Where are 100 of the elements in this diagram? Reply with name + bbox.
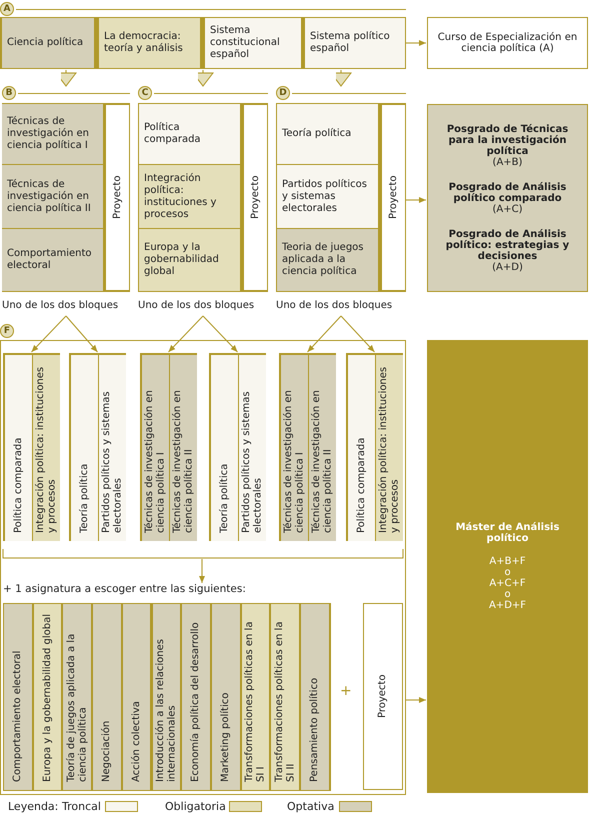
course-name: Técnicas de investigación en ciencia política II <box>311 389 334 533</box>
course-name: Partidos políticos y sistemas electorales <box>101 390 124 533</box>
course-box <box>243 104 268 291</box>
arrow <box>340 316 375 352</box>
course-box <box>4 604 32 790</box>
arrow <box>31 316 66 352</box>
program-note: A+C+F <box>489 578 526 589</box>
course-name: Integración política: instituciones y procesos <box>378 366 401 533</box>
program-note: A+B+F <box>489 556 526 567</box>
block-panel <box>279 353 336 541</box>
course-name: Transformaciones políticas en la SI I <box>244 620 267 782</box>
course-name: Proyecto <box>112 174 124 222</box>
program-title: Posgrado de Análisis político comparado <box>448 182 568 204</box>
course-box <box>281 355 308 541</box>
course-box <box>139 229 240 291</box>
section-letter: C <box>138 86 152 100</box>
section-letter: A <box>0 2 14 16</box>
course-name: Técnicas de investigación en ciencia política I <box>7 116 90 152</box>
program-note: (A+B) <box>492 156 522 168</box>
course-box <box>271 604 299 790</box>
arrow <box>168 316 204 352</box>
course-box <box>277 229 378 291</box>
course-box <box>376 355 403 541</box>
course-box <box>212 604 240 790</box>
course-name: Integración política: instituciones y procesos <box>35 366 58 533</box>
course-box <box>105 104 130 291</box>
course-name: Proyecto <box>377 674 389 720</box>
course-box <box>139 165 240 228</box>
course-box <box>363 603 403 790</box>
course-box <box>301 604 329 790</box>
course-name: Pensamiento político <box>309 676 321 782</box>
course-name: Marketing político <box>220 692 232 782</box>
block-panel <box>3 353 60 541</box>
block-note: Uno de los dos bloques <box>276 300 392 311</box>
plus-sign: + <box>340 683 352 699</box>
course-name: Economía política del desarrollo <box>190 621 202 782</box>
course-box <box>122 604 150 790</box>
course-box <box>277 165 378 228</box>
block-panel <box>140 353 197 541</box>
course-name: Técnicas de investigación en ciencia política II <box>7 178 92 214</box>
section-letter: B <box>2 86 16 100</box>
course-name: Teoría política <box>218 462 230 533</box>
course-box <box>277 104 378 164</box>
arrow <box>66 316 98 352</box>
course-name: Teoría de juegos aplicada a la ciencia política <box>66 632 89 782</box>
course-box <box>142 355 169 541</box>
course-box <box>309 355 336 541</box>
course-box <box>348 355 375 541</box>
course-name: Proyecto <box>250 174 262 222</box>
course-name: Comportamiento electoral <box>12 650 24 782</box>
instruction-text: + 1 asignatura a escoger entre las siguientes: <box>3 583 246 595</box>
course-box <box>152 604 180 790</box>
program-note: o <box>504 589 511 600</box>
course-name: Política comparada <box>144 122 202 146</box>
course-name: Teoria de juegos aplicada a la ciencia política <box>282 242 364 278</box>
course-box <box>99 355 126 541</box>
course-name: Transformaciones políticas en la SI II <box>274 620 297 782</box>
course-name: Política comparada <box>12 436 24 533</box>
course-box <box>63 604 92 790</box>
course-name: Proyecto <box>388 174 400 222</box>
course-box <box>170 355 197 541</box>
course-box <box>205 18 301 68</box>
block-panel <box>209 353 266 541</box>
course-name: Comportamiento electoral <box>7 248 93 272</box>
program-box <box>427 340 588 793</box>
course-name: Integración política: instituciones y procesos <box>144 172 218 220</box>
course-box <box>99 18 200 68</box>
course-box <box>242 604 270 790</box>
arrow <box>406 697 426 703</box>
course-box <box>305 18 405 68</box>
program-note: (A+D) <box>492 262 523 272</box>
course-name: Partidos políticos y sistemas electorales <box>241 390 264 533</box>
course-name: Sistema constitucional español <box>210 25 281 61</box>
program-title: Posgrado de Análisis político: estrategias y decisiones <box>444 228 570 262</box>
section-letter: F <box>0 324 14 338</box>
program-note: Curso de Especialización en ciencia política (A) <box>436 32 578 54</box>
legend-label: Troncal <box>62 800 101 813</box>
course-name: Partidos políticos y sistemas electorales <box>282 178 368 214</box>
course-name: Europa y la gobernabilidad global <box>42 612 54 782</box>
arrow <box>406 197 426 203</box>
course-name: Técnicas de investigación en ciencia política I <box>283 389 306 533</box>
course-box <box>381 104 406 291</box>
legend-label: Optativa <box>287 800 334 813</box>
course-box <box>239 355 266 541</box>
course-name: Acción colectiva <box>130 700 142 782</box>
course-name: Teoría política <box>282 128 352 140</box>
course-box <box>71 355 98 541</box>
program-title: Posgrado de Técnicas para la investigación política <box>446 124 570 156</box>
course-box <box>93 604 121 790</box>
course-box <box>139 104 240 164</box>
course-box <box>211 355 238 541</box>
course-name: La democracia: teoría y análisis <box>104 31 184 55</box>
arrow <box>406 40 426 46</box>
course-box <box>33 355 60 541</box>
course-name: Negociación <box>101 720 113 782</box>
course-name: Técnicas de investigación en ciencia política II <box>172 389 195 533</box>
course-name: Técnicas de investigación en ciencia política I <box>144 389 167 533</box>
arrow <box>202 316 238 352</box>
course-name: Teoría política <box>78 462 90 533</box>
arrow <box>307 316 342 352</box>
